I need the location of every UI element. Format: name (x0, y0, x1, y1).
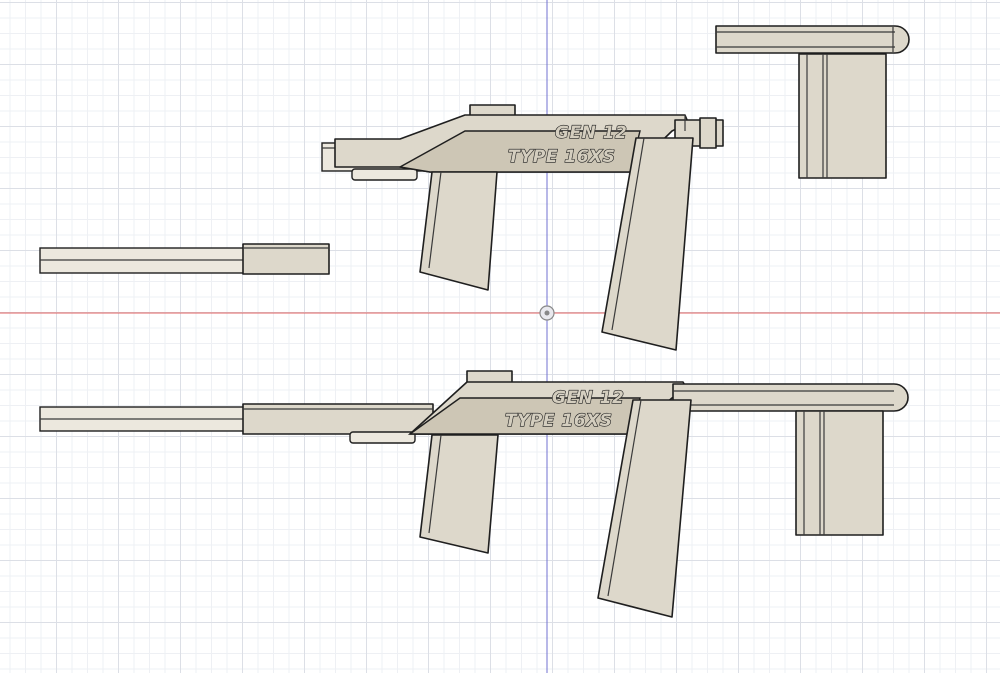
engraving-line1-assembled: GEN 12 (552, 388, 624, 408)
engraving-line2-assembled: TYPE 16XS (505, 411, 612, 431)
engraving-line2-top: TYPE 16XS (508, 147, 615, 167)
magazine-large-exploded[interactable] (601, 137, 694, 351)
origin-point-icon[interactable] (539, 305, 555, 321)
assembled-model[interactable]: GEN 12 TYPE 16XS (39, 370, 909, 618)
stock-part-exploded[interactable] (715, 25, 910, 179)
barrel-part-exploded[interactable] (39, 243, 330, 275)
engraving-line1-top: GEN 12 (555, 123, 627, 143)
magazine-small-exploded[interactable] (419, 171, 498, 291)
